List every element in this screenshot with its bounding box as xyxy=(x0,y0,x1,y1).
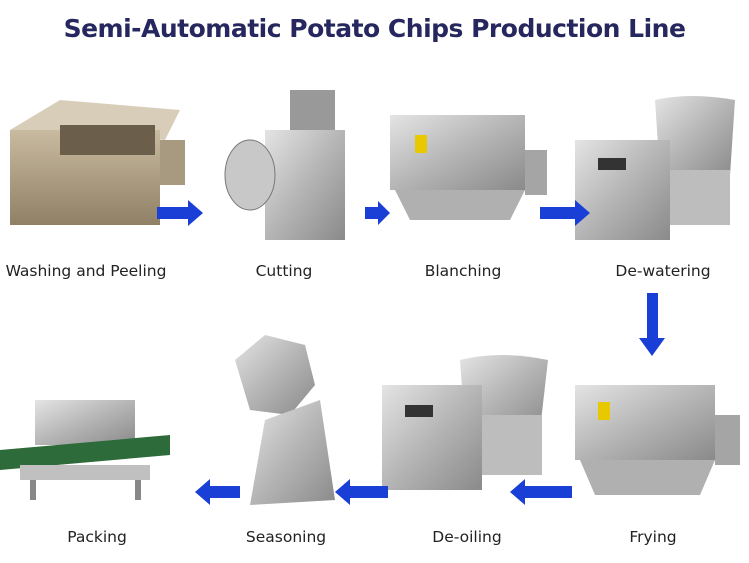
step-label-de-oiling: De-oiling xyxy=(432,528,502,546)
blanching-machine xyxy=(390,115,547,220)
seasoning-machine xyxy=(235,335,335,505)
arrow-left-icon xyxy=(195,479,240,505)
cutting-machine xyxy=(224,90,345,240)
de-watering-machine xyxy=(575,96,735,240)
step-label-cutting: Cutting xyxy=(255,262,313,280)
arrow-right-icon xyxy=(157,200,203,226)
step-label-de-watering: De-watering xyxy=(615,262,711,280)
diagram-title: Semi-Automatic Potato Chips Production L… xyxy=(63,14,686,43)
step-label-packing: Packing xyxy=(67,528,127,546)
step-label-seasoning: Seasoning xyxy=(245,528,327,546)
arrow-left-icon xyxy=(510,479,572,505)
arrow-down-icon xyxy=(639,293,665,356)
de-oiling-machine xyxy=(382,355,548,490)
step-label-frying: Frying xyxy=(629,528,677,546)
washing-peeling-machine xyxy=(10,100,185,225)
step-label-washing: Washing and Peeling xyxy=(5,262,167,280)
frying-machine xyxy=(575,385,740,495)
packing-machine xyxy=(0,400,170,500)
arrow-right-icon xyxy=(540,200,590,226)
arrow-right-icon xyxy=(365,201,390,225)
step-label-blanching: Blanching xyxy=(424,262,502,280)
arrow-left-icon xyxy=(335,479,388,505)
